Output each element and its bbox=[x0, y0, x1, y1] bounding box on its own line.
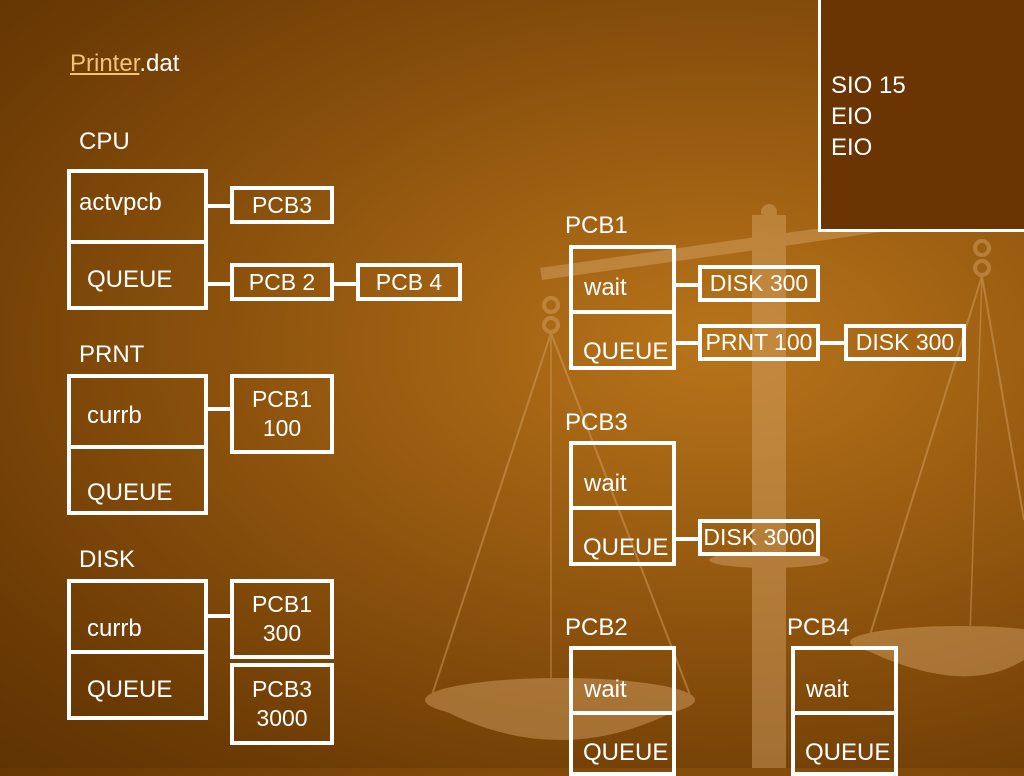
prnt-label: PRNT bbox=[79, 341, 145, 368]
connector bbox=[208, 204, 230, 208]
connector bbox=[676, 537, 698, 541]
pcb1-queue-item: PRNT 100 bbox=[698, 324, 820, 361]
pcb3-block: wait QUEUE bbox=[569, 441, 676, 566]
connector bbox=[208, 614, 230, 618]
pcb3-queue-cell: QUEUE bbox=[573, 506, 672, 566]
cpu-label: CPU bbox=[79, 128, 130, 155]
connector bbox=[676, 283, 698, 287]
disk-top-cell: currb bbox=[71, 583, 204, 652]
prnt-top-cell: currb bbox=[71, 378, 204, 447]
pcb2-label: PCB2 bbox=[565, 614, 628, 641]
cpu-queue-label: QUEUE bbox=[87, 266, 173, 293]
pcb4-block: wait QUEUE bbox=[791, 646, 898, 776]
cpu-queue-item: PCB 4 bbox=[356, 263, 462, 301]
title-suffix: .dat bbox=[139, 50, 180, 77]
pcb2-block: wait QUEUE bbox=[569, 646, 676, 776]
disk-queue-label: QUEUE bbox=[87, 676, 173, 703]
pcb1-queue-item: DISK 300 bbox=[844, 324, 966, 361]
pcb2-queue-label: QUEUE bbox=[583, 739, 669, 766]
pcb4-top-label: wait bbox=[806, 676, 849, 703]
pcb4-label: PCB4 bbox=[787, 614, 850, 641]
pcb3-label: PCB3 bbox=[565, 409, 628, 436]
pcb4-queue-cell: QUEUE bbox=[795, 711, 894, 776]
pcb3-top-label: wait bbox=[584, 470, 627, 497]
connector bbox=[208, 282, 230, 286]
pcb4-queue-label: QUEUE bbox=[805, 739, 891, 766]
pcb2-queue-cell: QUEUE bbox=[573, 711, 672, 776]
sio-line: EIO bbox=[831, 134, 873, 161]
pcb1-top-label: wait bbox=[584, 274, 627, 301]
prnt-queue-label: QUEUE bbox=[87, 479, 173, 506]
pcb2-top-cell: wait bbox=[573, 650, 672, 713]
disk-queue-cell: QUEUE bbox=[71, 650, 204, 720]
pcb1-label: PCB1 bbox=[565, 212, 628, 239]
connector bbox=[334, 282, 356, 286]
cpu-active-pcb: PCB3 bbox=[230, 186, 334, 224]
cpu-top-cell: actvpcb bbox=[71, 173, 204, 242]
cpu-queue-item: PCB 2 bbox=[230, 263, 334, 301]
printer-link[interactable]: Printer bbox=[70, 50, 140, 77]
cpu-block: actvpcb QUEUE bbox=[67, 169, 208, 310]
connector bbox=[820, 341, 844, 345]
connector bbox=[676, 341, 698, 345]
sio-line: SIO 15 bbox=[831, 72, 906, 99]
disk-top-label: currb bbox=[87, 615, 142, 642]
pcb1-queue-cell: QUEUE bbox=[573, 310, 672, 370]
pcb1-wait-item: DISK 300 bbox=[698, 265, 820, 302]
pcb3-queue-label: QUEUE bbox=[583, 534, 669, 561]
pcb3-top-cell: wait bbox=[573, 445, 672, 508]
pcb1-top-cell: wait bbox=[573, 249, 672, 312]
pcb2-top-label: wait bbox=[584, 676, 627, 703]
pcb4-top-cell: wait bbox=[795, 650, 894, 713]
sio-box: SIO 15 EIO EIO bbox=[818, 0, 1024, 232]
sio-line: EIO bbox=[831, 103, 873, 130]
prnt-current-pcb: PCB1 100 bbox=[230, 374, 334, 454]
cpu-top-label: actvpcb bbox=[79, 189, 162, 216]
prnt-top-label: currb bbox=[87, 402, 142, 429]
pcb1-block: wait QUEUE bbox=[569, 245, 676, 370]
prnt-queue-cell: QUEUE bbox=[71, 445, 204, 515]
pcb3-queue-item: DISK 3000 bbox=[698, 519, 820, 556]
cpu-queue-cell: QUEUE bbox=[71, 240, 204, 310]
disk-label: DISK bbox=[79, 546, 136, 573]
disk-block: currb QUEUE bbox=[67, 579, 208, 720]
page-title: Printer.dat bbox=[70, 50, 179, 78]
disk-current-pcb: PCB1 300 bbox=[230, 579, 334, 659]
prnt-block: currb QUEUE bbox=[67, 374, 208, 515]
disk-queue-item: PCB3 3000 bbox=[230, 663, 334, 745]
connector bbox=[208, 407, 230, 411]
pcb1-queue-label: QUEUE bbox=[583, 338, 669, 365]
